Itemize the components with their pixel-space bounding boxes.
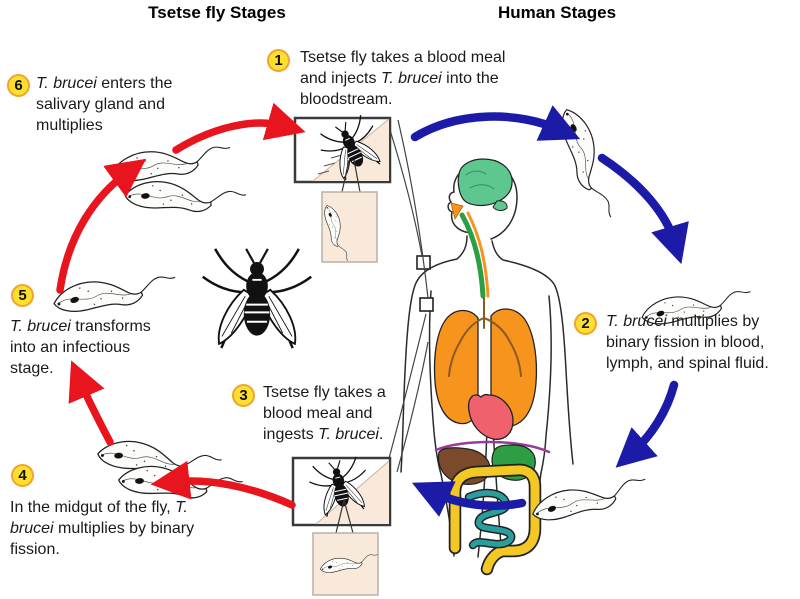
stage-number: 3 [239, 387, 248, 404]
stage-number: 1 [274, 52, 283, 69]
species-name: T. brucei [606, 313, 667, 330]
stage-2-badge: 2 [574, 312, 597, 335]
stage-6-label: T. brucei enters the salivary gland and … [36, 73, 186, 136]
stage-text: transforms into an infectious stage. [10, 318, 151, 377]
stage-text: . [378, 426, 384, 443]
stage-3-label: Tsetse fly takes a blood meal and ingest… [263, 382, 409, 445]
stage-number: 5 [18, 287, 27, 304]
inset-connector-lines [387, 119, 429, 473]
red-arrow-icon [56, 102, 306, 509]
tsetse-fly-icon [201, 247, 313, 350]
species-name: T. brucei [10, 318, 71, 335]
stage-text: Tsetse fly takes a blood meal and inject… [300, 49, 506, 87]
stage-text: into the bloodstream. [300, 70, 499, 108]
species-name: T. brucei [380, 70, 442, 87]
stage-2-label: T. brucei multiplies by binary fission i… [606, 311, 800, 374]
species-name: T. brucei [318, 426, 379, 443]
left-column-title: Tsetse fly Stages [148, 3, 286, 22]
blue-arrow-icon [410, 105, 689, 517]
stage-5-badge: 5 [11, 284, 34, 307]
nose-mouth-icon [450, 202, 464, 221]
stage-1-label: Tsetse fly takes a blood meal and inject… [300, 47, 515, 110]
parasite-inset-icon [321, 191, 378, 264]
stage-text: enters the salivary gland and multiplies [36, 75, 173, 134]
lungs-icon [433, 297, 538, 428]
stage-6-badge: 6 [7, 74, 30, 97]
stage-number: 6 [14, 77, 23, 94]
stage-5-label: T. brucei transforms into an infectious … [10, 316, 172, 379]
stage-text: multiplies by binary fission. [10, 520, 195, 558]
heart-icon [467, 393, 514, 440]
large-intestine-icon [448, 463, 542, 576]
species-name: T. brucei [36, 75, 97, 92]
stage-number: 4 [18, 467, 27, 484]
diaphragm-icon [434, 440, 551, 454]
stage-4-label: In the midgut of the fly, T. brucei mult… [10, 497, 196, 560]
stage-number: 2 [581, 315, 590, 332]
stage-4-badge: 4 [11, 464, 34, 487]
stage-1-badge: 1 [267, 49, 290, 72]
human-body-icon [400, 158, 574, 576]
bite-site-marker-icon [419, 297, 434, 312]
stage-text: multiplies by binary fission in blood, l… [606, 313, 769, 372]
stage-text: Tsetse fly takes a blood meal and ingest… [263, 384, 386, 443]
species-name: T. brucei [10, 499, 188, 537]
fly-bite-inset-icon [291, 454, 392, 534]
stage-3-badge: 3 [232, 384, 255, 407]
brain-icon [457, 158, 513, 211]
parasite-inset-icon [312, 532, 380, 596]
stage-text: In the midgut of the fly, [10, 499, 176, 516]
right-column-title: Human Stages [497, 3, 617, 22]
fly-bite-inset-icon [293, 111, 392, 193]
